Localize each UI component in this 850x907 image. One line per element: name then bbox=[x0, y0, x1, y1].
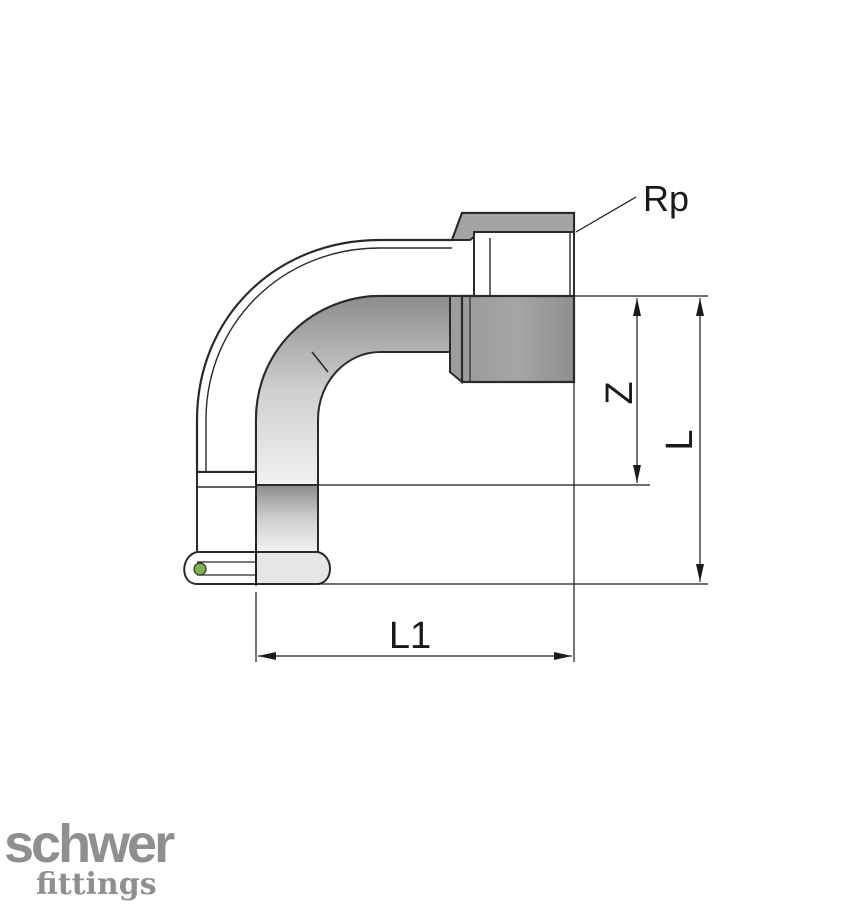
hex-nut bbox=[449, 294, 576, 385]
elbow-body bbox=[255, 295, 451, 486]
dimension-lines bbox=[255, 196, 708, 662]
seal-ring-icon bbox=[193, 562, 207, 576]
l1-label: L1 bbox=[389, 615, 431, 657]
schwer-fittings-logo: schwer fittings bbox=[4, 814, 178, 902]
logo-line-1: schwer bbox=[4, 814, 175, 874]
logo-line-2: fittings bbox=[36, 867, 157, 902]
socket-wall bbox=[450, 212, 575, 297]
l-label: L bbox=[659, 429, 701, 450]
z-label: Z bbox=[599, 381, 641, 404]
press-end bbox=[183, 471, 331, 585]
rp-label: Rp bbox=[643, 178, 689, 219]
